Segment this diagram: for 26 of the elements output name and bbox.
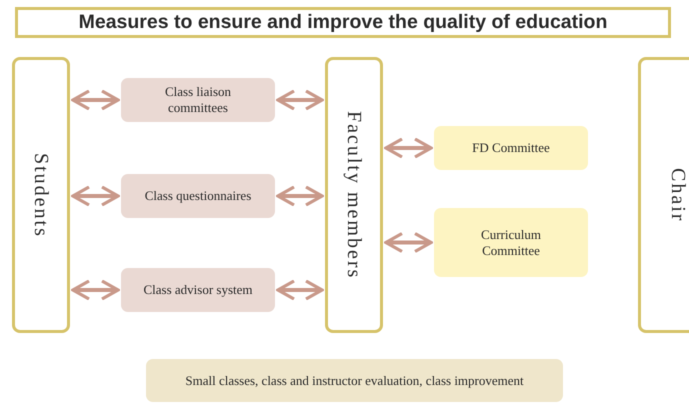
channel-box <box>121 78 275 122</box>
double-arrow <box>276 185 324 207</box>
column-box <box>12 57 70 333</box>
note-text: Small classes, class and instructor evaluation, class improvement <box>185 372 524 388</box>
box-label: FD Committee <box>472 140 550 156</box>
channel-box <box>121 268 275 312</box>
column-label: Faculty members <box>342 110 366 280</box>
double-arrow <box>71 279 120 301</box>
double-arrow <box>384 232 433 254</box>
box-label: Class advisor system <box>143 282 253 298</box>
double-arrow <box>276 279 324 301</box>
column-label: Chair <box>666 168 689 222</box>
double-arrow <box>384 137 433 159</box>
column-box <box>325 57 383 333</box>
box-label: Class questionnaires <box>144 188 252 204</box>
committee-box <box>434 126 588 170</box>
double-arrow <box>276 89 324 111</box>
committee-box <box>434 208 588 277</box>
box-label: Curriculum Committee <box>480 226 542 258</box>
title-banner: Measures to ensure and improve the quality of education <box>15 7 671 38</box>
box-label: Class liaison committees <box>164 84 232 116</box>
double-arrow <box>71 89 120 111</box>
double-arrow <box>71 185 120 207</box>
column-label: Students <box>29 152 53 238</box>
note-box <box>146 359 563 402</box>
channel-box <box>121 174 275 218</box>
